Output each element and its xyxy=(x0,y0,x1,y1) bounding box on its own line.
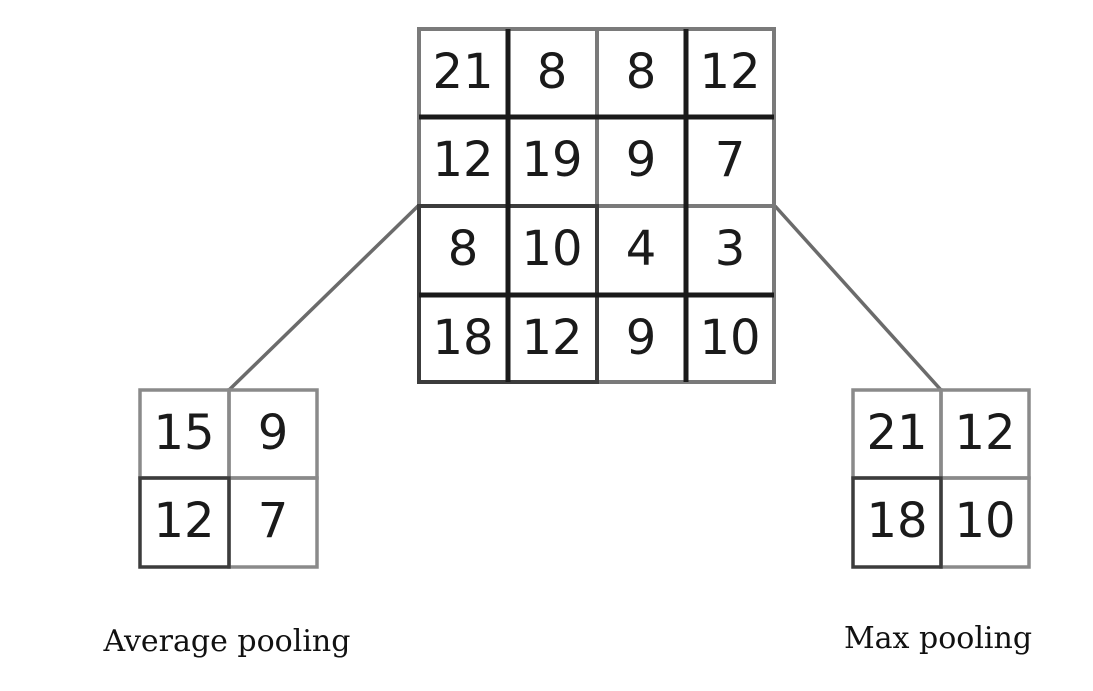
input-cell-r4c4: 10 xyxy=(699,310,760,366)
max-pooling-connector xyxy=(773,204,943,392)
avg-cell-r2c1: 12 xyxy=(153,493,214,549)
input-cell-r1c1: 21 xyxy=(432,44,493,100)
max-pooling-matrix: 21 12 18 10 xyxy=(851,388,1031,569)
input-cell-r3c1: 8 xyxy=(448,221,479,277)
average-pooling-matrix: 15 9 12 7 xyxy=(138,388,319,569)
input-cell-r3c3: 4 xyxy=(626,221,657,277)
input-cell-r4c1: 18 xyxy=(432,310,493,366)
input-cell-r1c4: 12 xyxy=(699,44,760,100)
input-cell-r2c1: 12 xyxy=(432,132,493,188)
input-cell-r4c3: 9 xyxy=(626,310,657,366)
avg-cell-r1c2: 9 xyxy=(258,405,289,461)
max-cell-r2c1: 18 xyxy=(866,493,927,549)
input-cell-r2c4: 7 xyxy=(715,132,746,188)
input-matrix: 21 8 8 12 12 19 9 7 8 10 4 3 18 12 9 10 xyxy=(417,27,776,384)
average-pooling-caption: Average pooling xyxy=(103,624,351,659)
input-cell-r4c2: 12 xyxy=(521,310,582,366)
input-cell-r2c3: 9 xyxy=(626,132,657,188)
max-cell-r1c1: 21 xyxy=(866,405,927,461)
input-cell-r1c2: 8 xyxy=(537,44,568,100)
input-cell-r3c4: 3 xyxy=(715,221,746,277)
input-cell-r2c2: 19 xyxy=(521,132,582,188)
max-cell-box xyxy=(851,476,943,569)
avg-cell-r1c1: 15 xyxy=(153,405,214,461)
max-cell-r2c2: 10 xyxy=(954,493,1015,549)
max-pooling-caption: Max pooling xyxy=(844,621,1032,656)
max-cell-r1c2: 12 xyxy=(954,405,1015,461)
avg-cell-r2c2: 7 xyxy=(258,493,289,549)
avg-cell-box xyxy=(138,476,231,569)
input-cell-r3c2: 10 xyxy=(521,221,582,277)
input-cell-r1c3: 8 xyxy=(626,44,657,100)
average-pooling-connector xyxy=(227,204,420,392)
